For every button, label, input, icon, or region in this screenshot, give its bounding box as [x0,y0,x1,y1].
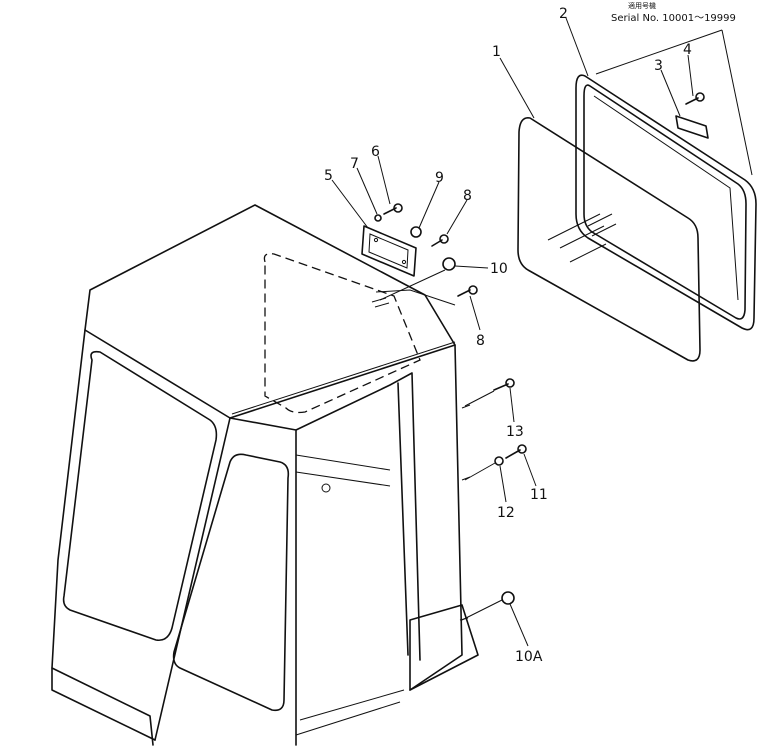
assembly-line-10a [461,599,503,621]
cab-left-window [62,350,218,642]
nut-part-9 [410,226,422,238]
washer-part-12 [494,456,504,466]
callout-labels: 1 2 3 4 5 7 6 9 8 10 8 13 11 12 10A [324,6,692,665]
cab-inner-frame [295,372,421,661]
window-glass [517,116,701,362]
cab-floor-rail [295,689,405,736]
bolt-part-6 [383,203,403,215]
serial-bracket-line-2 [721,29,753,176]
cab-roof [84,204,456,419]
serial-note: 適用号機 Serial No. 10001～19999 [595,1,753,176]
callout-8-upper: 8 [463,188,472,204]
assembly-line-8 [375,289,456,306]
assembly-line-11 [464,462,496,481]
serial-bracket-line-1 [595,29,723,75]
callout-13: 13 [506,424,524,440]
callout-2: 2 [559,6,568,22]
leader-lines [331,17,694,647]
glass-pane [517,116,701,362]
glass-reflection [547,213,607,263]
bolt-part-4 [685,92,705,105]
cab-inner-post [397,382,409,656]
nut-part-10 [442,257,456,271]
roof-rear-edge [231,341,456,415]
leader-10 [454,265,489,269]
serial-note-heading: 適用号機 [628,1,656,10]
callout-9: 9 [435,170,444,186]
cab-side-ticks [459,404,471,621]
plate-part-3 [675,115,709,139]
cab-rear-step [409,604,479,691]
callout-12: 12 [497,505,515,521]
callout-1: 1 [492,44,501,60]
cab-front-pillar [154,417,231,741]
bracket-part-5 [361,225,417,277]
bolt-part-8-upper [431,234,449,247]
callout-7: 7 [350,156,359,172]
cab-rear-pillar [409,344,463,691]
callout-6: 6 [371,144,380,160]
bolt-part-8-lower [457,285,478,297]
callout-11: 11 [530,487,548,503]
seal-outer [575,74,757,331]
nut-part-10a [501,591,515,605]
cab-body [51,204,479,746]
callout-3: 3 [654,58,663,74]
cab-door-window [172,453,290,712]
cab-left-bottom [51,667,156,741]
cab-left-side [51,329,154,746]
seal-groove [593,95,739,301]
seal-inner [583,84,747,320]
bolt-part-13 [493,378,515,391]
callout-5: 5 [324,168,333,184]
cab-bolt-hole [321,483,331,493]
cab-rear-window-hidden [263,253,421,414]
washer-part-7 [374,214,382,222]
callout-10a: 10A [515,649,543,665]
cab-cross-beam [295,454,391,487]
callout-8-lower: 8 [476,333,485,349]
assembly-line-10 [379,269,446,301]
callout-10: 10 [490,261,508,277]
seal-ticks [587,213,617,237]
bolt-part-11 [505,444,527,459]
callout-4: 4 [683,42,692,58]
window-seal [575,74,757,331]
assembly-line-13 [464,390,495,407]
serial-note-text: Serial No. 10001～19999 [611,13,736,24]
